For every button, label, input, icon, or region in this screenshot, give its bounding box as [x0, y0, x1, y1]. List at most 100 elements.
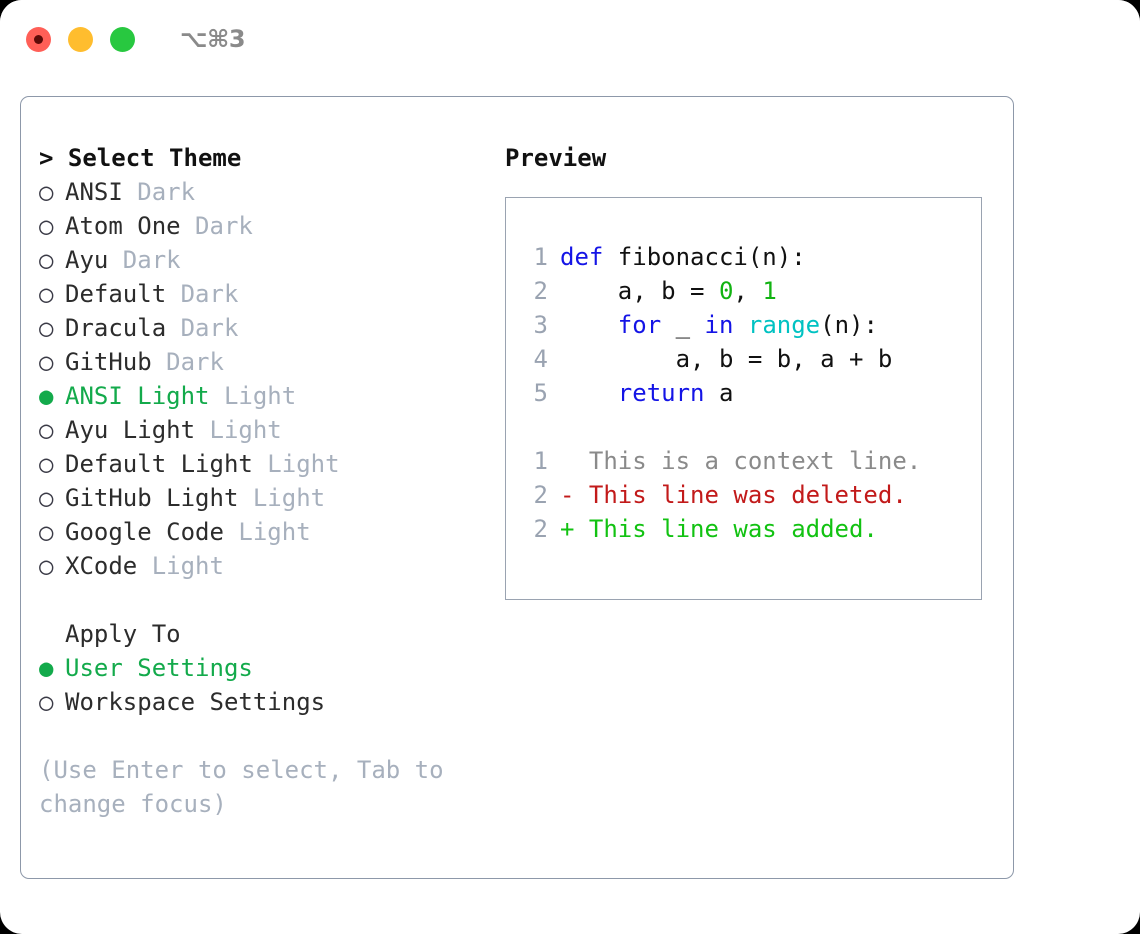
- main-panel: > Select Theme ○ANSI Dark○Atom One Dark○…: [20, 96, 1014, 879]
- theme-option[interactable]: ○GitHub Light Light: [39, 481, 486, 515]
- close-window-button[interactable]: [26, 26, 51, 52]
- keyboard-shortcut-label: ⌥⌘3: [180, 25, 246, 53]
- theme-name: GitHub: [65, 348, 152, 376]
- theme-option[interactable]: ●ANSI Light Light: [39, 379, 486, 413]
- code-token: 0: [718, 277, 734, 305]
- theme-name: Ayu: [65, 246, 109, 274]
- theme-variant-badge: Light: [137, 552, 224, 580]
- close-icon: [34, 34, 43, 44]
- diff-text: - This line was deleted.: [560, 481, 907, 509]
- theme-option[interactable]: ○Ayu Light Light: [39, 413, 486, 447]
- code-token: [560, 379, 618, 407]
- code-token: (n):: [820, 311, 878, 339]
- theme-variant-badge: Light: [238, 484, 326, 512]
- radio-unselected-icon: ○: [39, 450, 54, 478]
- code-line: 2 a, b = 0, 1: [524, 274, 981, 308]
- code-token: [733, 311, 747, 339]
- code-token: for: [617, 311, 662, 339]
- code-token: 1: [762, 277, 777, 305]
- minimize-window-button[interactable]: [68, 26, 93, 52]
- theme-option[interactable]: ○ANSI Dark: [39, 175, 486, 209]
- theme-list[interactable]: ○ANSI Dark○Atom One Dark○Ayu Dark○Defaul…: [39, 175, 486, 583]
- theme-variant-badge: Light: [252, 450, 340, 478]
- theme-variant-badge: Dark: [180, 212, 253, 240]
- theme-name: ANSI Light: [65, 382, 210, 410]
- radio-unselected-icon: ○: [39, 484, 54, 512]
- diff-text: + This line was added.: [560, 515, 878, 543]
- line-number: 5: [533, 379, 548, 407]
- line-number: 2: [533, 481, 548, 509]
- theme-name: Google Code: [65, 518, 224, 546]
- theme-option[interactable]: ○ Google Code Light: [39, 515, 486, 549]
- theme-variant-badge: Dark: [166, 314, 239, 342]
- theme-variant-badge: Dark: [122, 178, 196, 206]
- radio-unselected-icon: ○: [39, 246, 54, 274]
- code-line: 4 a, b = b, a + b: [524, 342, 981, 376]
- apply-to-option[interactable]: ○Workspace Settings: [39, 685, 486, 719]
- code-token: _: [661, 311, 705, 339]
- code-token: a, b = b, a + b: [560, 345, 893, 373]
- apply-to-label: User Settings: [65, 654, 253, 682]
- code-token: fibonacci(n):: [603, 243, 806, 271]
- theme-picker-column: > Select Theme ○ANSI Dark○Atom One Dark○…: [21, 141, 486, 821]
- theme-option[interactable]: ○ Default Light Light: [39, 447, 486, 481]
- theme-option[interactable]: ○ Dracula Dark: [39, 311, 486, 345]
- diff-sample: 1 This is a context line.2- This line wa…: [524, 444, 981, 546]
- keyboard-hint: (Use Enter to select, Tab to change focu…: [39, 756, 459, 818]
- theme-option[interactable]: ○ GitHub Dark: [39, 345, 486, 379]
- line-number: 2: [533, 277, 548, 305]
- theme-name: Ayu Light: [65, 416, 196, 444]
- theme-variant-badge: Dark: [166, 280, 239, 308]
- line-number: 1: [533, 447, 548, 475]
- theme-name: ANSI: [65, 178, 123, 206]
- theme-option[interactable]: ○Atom One Dark: [39, 209, 486, 243]
- apply-to-list[interactable]: ● User Settings ○Workspace Settings: [39, 651, 486, 719]
- line-number: 4: [533, 345, 548, 373]
- preview-heading: Preview: [505, 144, 607, 172]
- radio-unselected-icon: ○: [39, 314, 54, 342]
- zoom-window-button[interactable]: [110, 26, 135, 52]
- code-token: a: [704, 379, 734, 407]
- code-token: a, b =: [560, 277, 719, 305]
- radio-unselected-icon: ○: [39, 552, 54, 580]
- radio-unselected-icon: ○: [39, 518, 54, 546]
- theme-name: Default Light: [65, 450, 253, 478]
- caret-icon: >: [39, 144, 68, 172]
- code-token: in: [704, 311, 734, 339]
- radio-unselected-icon: ○: [39, 212, 54, 240]
- theme-variant-badge: Light: [209, 382, 297, 410]
- code-token: return: [617, 379, 705, 407]
- code-line: 3 for _ in range(n):: [524, 308, 981, 342]
- apply-to-option[interactable]: ● User Settings: [39, 651, 486, 685]
- select-theme-title: Select Theme: [67, 144, 242, 172]
- code-token: [560, 311, 618, 339]
- theme-name: Dracula: [65, 314, 167, 342]
- code-line: 5 return a: [524, 376, 981, 410]
- spacer: [39, 583, 486, 617]
- radio-unselected-icon: ○: [39, 688, 54, 716]
- theme-option[interactable]: ○ XCode Light: [39, 549, 486, 583]
- theme-name: Default: [65, 280, 167, 308]
- radio-selected-icon: ●: [39, 654, 54, 682]
- radio-unselected-icon: ○: [39, 416, 54, 444]
- theme-option[interactable]: ○ Ayu Dark: [39, 243, 486, 277]
- theme-variant-badge: Light: [223, 518, 311, 546]
- radio-unselected-icon: ○: [39, 348, 54, 376]
- theme-variant-badge: Dark: [108, 246, 181, 274]
- title-bar: ⌥⌘3: [0, 0, 1140, 78]
- diff-line: 2 + This line was added.: [524, 512, 981, 546]
- line-number: 3: [533, 311, 548, 339]
- code-diff-separator: [524, 410, 981, 444]
- line-number: 1: [533, 243, 548, 271]
- theme-name: XCode: [65, 552, 138, 580]
- code-token: ,: [733, 277, 763, 305]
- theme-option[interactable]: ○Default Dark: [39, 277, 486, 311]
- theme-variant-badge: Dark: [151, 348, 224, 376]
- traffic-lights: [26, 26, 135, 52]
- line-number: 2: [533, 515, 548, 543]
